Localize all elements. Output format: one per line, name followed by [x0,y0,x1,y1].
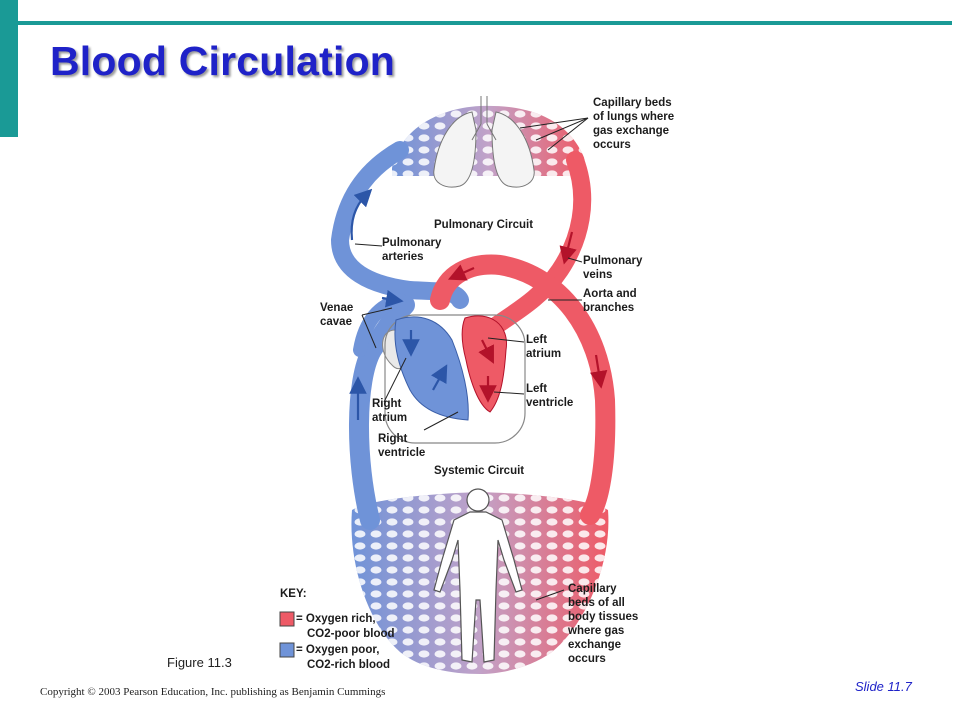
label-left-ventricle: Left ventricle [526,383,573,409]
key-swatch-oxygen-rich [279,611,295,627]
slide-title: Blood Circulation [50,38,396,84]
svg-text:veins: veins [583,269,612,281]
label-capillary-body: Capillary beds of all body tissues where… [567,583,638,665]
key-oxygen-rich-line1: = Oxygen rich, [296,613,376,625]
svg-text:Aorta and: Aorta and [583,288,637,300]
svg-text:ventricle: ventricle [526,397,573,409]
label-venae-cavae: Venae cavae [320,302,353,328]
svg-text:of lungs where: of lungs where [593,111,674,123]
svg-text:branches: branches [583,302,634,314]
svg-text:cavae: cavae [320,316,352,328]
copyright-notice: Copyright © 2003 Pearson Education, Inc.… [40,686,386,698]
label-aorta: Aorta and branches [583,288,637,314]
systemic-circuit-label: Systemic Circuit [434,465,524,477]
svg-text:Venae: Venae [320,302,353,314]
svg-text:Right: Right [372,398,402,410]
svg-text:ventricle: ventricle [378,447,425,459]
label-right-ventricle: Right ventricle [378,433,425,459]
svg-text:Capillary: Capillary [568,583,617,595]
key-oxygen-rich-line2: CO2-poor blood [307,628,395,640]
lung-capillary-bed [392,105,585,176]
slide-number: Slide 11.7 [855,679,912,694]
pulmonary-circuit-label: Pulmonary Circuit [434,219,533,231]
label-capillary-lungs: Capillary beds of lungs where gas exchan… [593,97,674,151]
figure-reference: Figure 11.3 [167,655,232,670]
svg-text:atrium: atrium [526,348,561,360]
svg-text:where gas: where gas [567,625,624,637]
lungs-illustration [433,96,535,188]
left-accent-bar [0,0,18,137]
svg-text:beds of all: beds of all [568,597,625,609]
svg-text:Pulmonary: Pulmonary [382,237,442,249]
key-oxygen-poor-line2: CO2-rich blood [307,659,390,671]
svg-text:gas exchange: gas exchange [593,125,669,137]
svg-text:Right: Right [378,433,408,445]
label-right-atrium: Right atrium [372,398,407,424]
svg-text:exchange: exchange [568,639,621,651]
label-pulmonary-arteries: Pulmonary arteries [382,237,442,263]
svg-text:Left: Left [526,334,547,346]
key-heading: KEY: [280,588,307,600]
key-swatch-oxygen-poor [279,642,295,658]
svg-text:Capillary beds: Capillary beds [593,97,672,109]
key-oxygen-poor-line1: = Oxygen poor, [296,644,379,656]
diagram-key: KEY: = Oxygen rich, CO2-poor blood = Oxy… [279,588,395,671]
leader-lines [354,117,589,601]
svg-text:arteries: arteries [382,251,424,263]
label-left-atrium: Left atrium [526,334,561,360]
top-accent-bar [0,21,952,25]
svg-text:Left: Left [526,383,547,395]
human-figure [433,488,523,663]
svg-text:occurs: occurs [593,139,631,151]
svg-text:atrium: atrium [372,412,407,424]
label-pulmonary-veins: Pulmonary veins [583,255,643,281]
svg-text:occurs: occurs [568,653,606,665]
flow-arrows [349,188,608,420]
svg-text:Pulmonary: Pulmonary [583,255,643,267]
svg-text:body tissues: body tissues [568,611,638,623]
